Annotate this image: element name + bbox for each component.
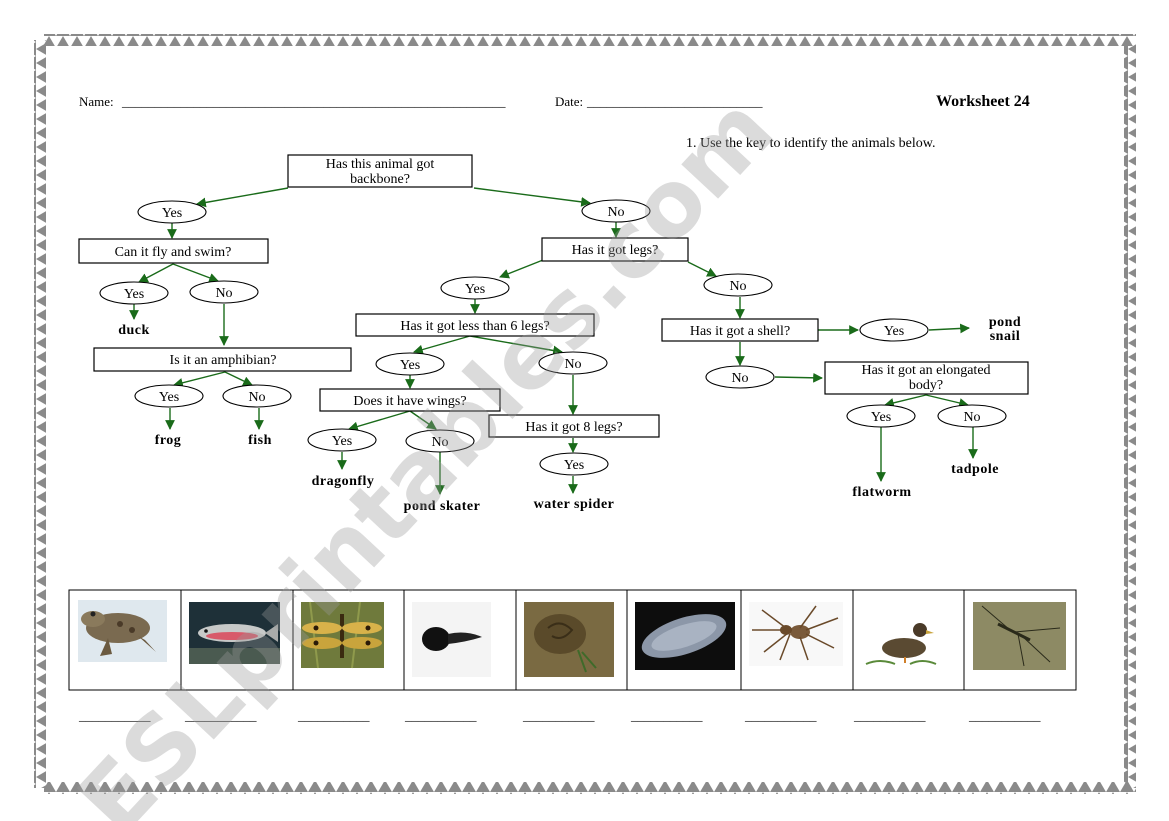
oval-yes-8legs: Yes [539, 452, 609, 476]
instruction-text: 1. Use the key to identify the animals b… [686, 136, 935, 151]
answer-blank-3[interactable]: ___________ [297, 708, 370, 723]
svg-text:Yes: Yes [871, 410, 891, 425]
svg-text:Has this animal got: Has this animal got [326, 157, 435, 172]
oval-yes-less6: Yes [375, 352, 445, 376]
svg-text:Yes: Yes [162, 206, 182, 221]
key-answers: Yes No Yes No Yes No Yes No Yes No Yes N… [99, 199, 1007, 476]
svg-text:backbone?: backbone? [350, 172, 410, 187]
oval-no-fly: No [189, 280, 259, 304]
question-less-than-6-legs: Has it got less than 6 legs? [355, 313, 595, 337]
result-flatworm: flatworm [852, 485, 911, 500]
name-field-line[interactable]: ________________________________________… [121, 94, 506, 109]
oval-yes-elongated: Yes [846, 404, 916, 428]
worksheet-title: Worksheet 24 [936, 93, 1030, 110]
svg-text:Yes: Yes [465, 282, 485, 297]
oval-yes-legs: Yes [440, 276, 510, 300]
svg-text:Yes: Yes [332, 434, 352, 449]
answer-blank-7[interactable]: ___________ [744, 708, 817, 723]
oval-no-amphibian: No [222, 384, 292, 408]
svg-text:Is it an amphibian?: Is it an amphibian? [170, 353, 277, 368]
question-elongated-body: Has it got an elongated body? [824, 361, 1029, 395]
result-pond-skater: pond skater [404, 499, 481, 514]
answer-blank-9[interactable]: ___________ [968, 708, 1041, 723]
svg-text:body?: body? [909, 378, 943, 393]
svg-text:Can it fly and swim?: Can it fly and swim? [115, 245, 232, 260]
frog-photo [78, 600, 167, 662]
name-label: Name: [79, 94, 114, 109]
duck-photo [862, 602, 938, 670]
svg-text:No: No [731, 371, 748, 386]
answer-blank-2[interactable]: ___________ [184, 708, 257, 723]
pond-skater-photo [973, 602, 1066, 670]
key-questions: Has this animal got backbone? Can it fly… [78, 154, 1029, 438]
answer-blank-8[interactable]: ___________ [853, 708, 926, 723]
answer-blank-6[interactable]: ___________ [630, 708, 703, 723]
svg-text:No: No [564, 357, 581, 372]
page-border [34, 34, 1136, 794]
question-backbone: Has this animal got backbone? [287, 154, 473, 188]
svg-text:Has it got legs?: Has it got legs? [572, 243, 659, 258]
oval-yes-fly: Yes [99, 281, 169, 305]
svg-text:Has it got an elongated: Has it got an elongated [861, 363, 990, 378]
question-fly-swim: Can it fly and swim? [78, 238, 269, 264]
svg-text:No: No [963, 410, 980, 425]
svg-text:Does it have wings?: Does it have wings? [353, 394, 466, 409]
answer-blank-4[interactable]: ___________ [404, 708, 477, 723]
svg-text:Yes: Yes [159, 390, 179, 405]
key-arrows [129, 187, 978, 495]
result-water-spider: water spider [534, 497, 615, 512]
oval-yes-amphibian: Yes [134, 384, 204, 408]
oval-yes-shell: Yes [859, 318, 929, 342]
svg-text:No: No [215, 286, 232, 301]
result-pond-snail-line1: pond [989, 315, 1021, 330]
question-8-legs: Has it got 8 legs? [488, 414, 660, 438]
oval-no-backbone: No [581, 199, 651, 223]
oval-no-wings: No [405, 429, 475, 453]
dragonfly-photo [301, 601, 384, 669]
svg-text:No: No [248, 390, 265, 405]
svg-text:No: No [729, 279, 746, 294]
svg-text:Yes: Yes [400, 358, 420, 373]
svg-text:Yes: Yes [884, 324, 904, 339]
flatworm-photo [635, 602, 735, 670]
photo-table [68, 589, 1077, 691]
oval-yes-wings: Yes [307, 428, 377, 452]
answer-blank-5[interactable]: ___________ [522, 708, 595, 723]
svg-text:No: No [431, 435, 448, 450]
result-fish: fish [248, 433, 272, 448]
svg-text:Yes: Yes [124, 287, 144, 302]
svg-text:No: No [607, 205, 624, 220]
answer-blank-1[interactable]: ___________ [78, 708, 151, 723]
oval-yes-backbone: Yes [137, 200, 207, 224]
oval-no-shell: No [705, 365, 775, 389]
oval-no-less6: No [538, 351, 608, 375]
worksheet-header: Name: __________________________________… [79, 93, 1030, 151]
result-pond-snail-line2: snail [990, 329, 1021, 344]
key-results: duck frog fish dragonfly pond skater wat… [118, 315, 1021, 514]
date-field-line[interactable]: ___________________________ [586, 94, 763, 109]
svg-text:Has it got 8 legs?: Has it got 8 legs? [525, 420, 622, 435]
svg-text:Has it got less than 6 legs?: Has it got less than 6 legs? [400, 319, 549, 334]
pond-snail-photo [524, 602, 614, 677]
question-wings: Does it have wings? [319, 388, 501, 412]
result-tadpole: tadpole [951, 462, 999, 477]
oval-no-legs: No [703, 273, 773, 297]
svg-text:Yes: Yes [564, 458, 584, 473]
question-amphibian: Is it an amphibian? [93, 347, 352, 372]
fish-photo [189, 602, 280, 664]
svg-text:Has it got a shell?: Has it got a shell? [690, 324, 790, 339]
question-legs: Has it got legs? [541, 237, 689, 262]
result-duck: duck [118, 323, 150, 338]
result-dragonfly: dragonfly [312, 474, 375, 489]
oval-no-elongated: No [937, 404, 1007, 428]
tadpole-photo [412, 602, 491, 677]
water-spider-photo [749, 602, 843, 666]
result-frog: frog [155, 433, 182, 448]
date-label: Date: [555, 94, 583, 109]
answer-blanks: ___________ ___________ ___________ ____… [78, 708, 1041, 723]
question-shell: Has it got a shell? [661, 318, 819, 342]
